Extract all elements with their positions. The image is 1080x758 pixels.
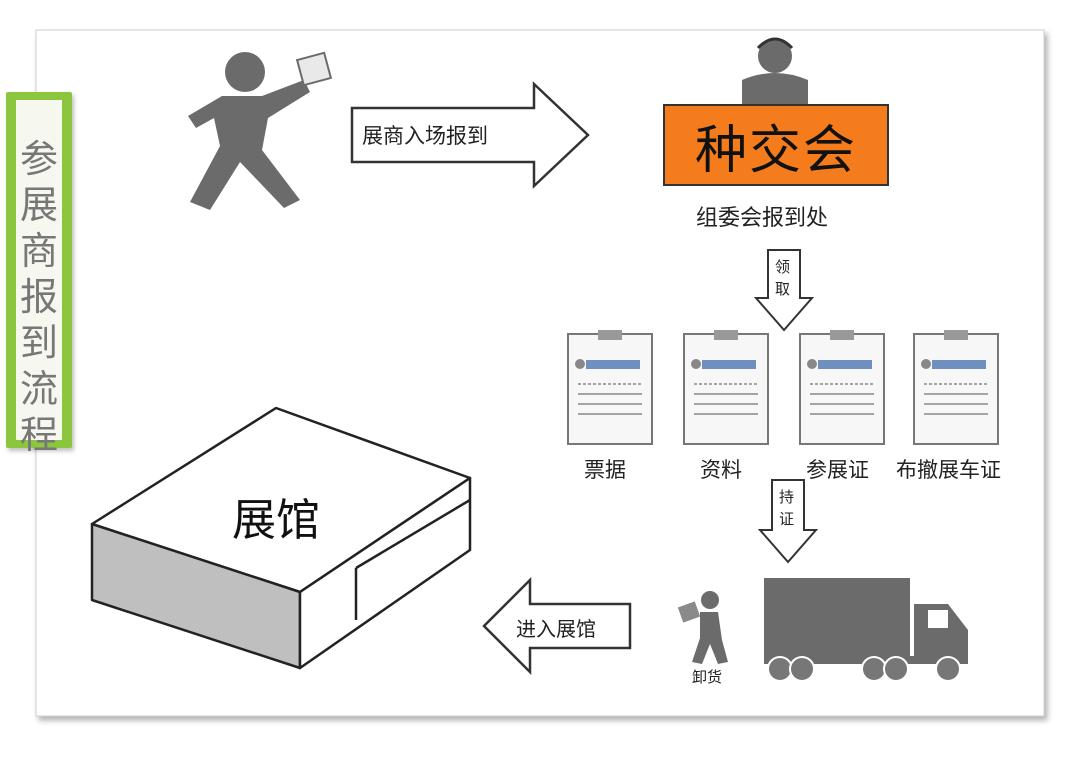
enter-hall-arrow (482, 576, 632, 676)
document-sheet-icon (913, 330, 999, 445)
document-label-exhibitor-pass: 参展证 (806, 458, 869, 482)
exhibition-hall-icon (90, 406, 472, 670)
document-icons (567, 330, 999, 445)
page-title: 参展商报到流程 (19, 137, 58, 457)
collect-label-2: 取 (775, 280, 791, 298)
checkin-arrow-label: 展商入场报到 (362, 124, 488, 148)
truck-icon (764, 578, 968, 682)
vertical-title-bar: 参展商报到流程 (6, 92, 72, 457)
receptionist-icon (742, 37, 808, 104)
hold-cert-arrow (757, 479, 819, 564)
hold-label-1: 持 (779, 488, 795, 506)
walking-person-icon (188, 51, 333, 210)
organizer-name: 种交会 (694, 120, 857, 181)
hold-label-2: 证 (779, 510, 795, 528)
checkin-arrow (350, 81, 590, 189)
collect-arrow (753, 249, 815, 332)
organizer-desk-label: 组委会报到处 (696, 206, 829, 231)
document-sheet-icon (683, 330, 769, 445)
enter-hall-label: 进入展馆 (516, 617, 596, 641)
organizer-box: 种交会 (663, 104, 889, 186)
hall-label: 展馆 (232, 495, 320, 546)
document-label-materials: 资料 (700, 458, 742, 482)
unloading-person-icon (677, 591, 728, 664)
document-label-vehicle-pass: 布撤展车证 (896, 458, 1001, 482)
unload-label: 卸货 (692, 668, 723, 686)
document-sheet-icon (567, 330, 653, 445)
document-label-receipt: 票据 (584, 458, 626, 482)
document-sheet-icon (799, 330, 885, 445)
collect-label-1: 领 (775, 258, 791, 276)
